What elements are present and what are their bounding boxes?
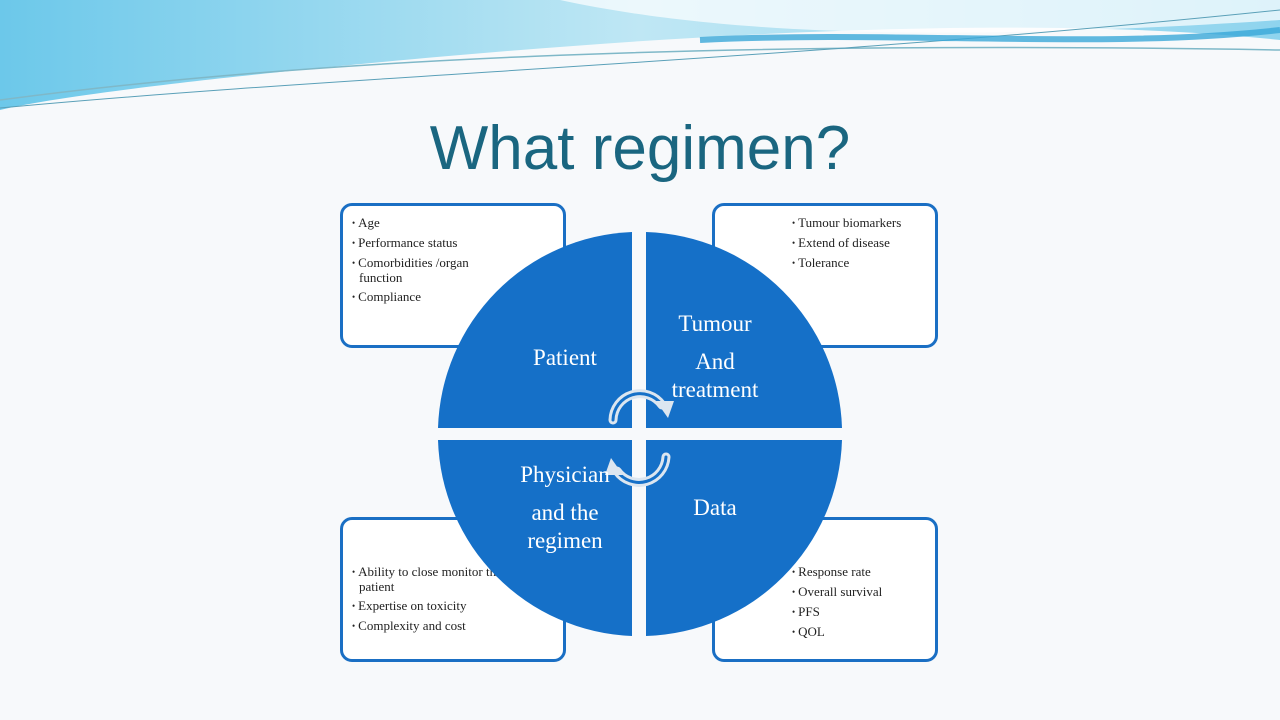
list-item: Complexity and cost bbox=[351, 619, 511, 634]
physician-regimen-label: Physician and the regimen bbox=[520, 462, 610, 553]
header-swoosh bbox=[0, 0, 1280, 110]
page-title: What regimen? bbox=[429, 114, 851, 183]
list-item: Performance status bbox=[351, 236, 501, 251]
list-item: Compliance bbox=[351, 290, 501, 305]
list-item: Expertise on toxicity bbox=[351, 599, 511, 614]
quadrant-physician bbox=[438, 440, 632, 636]
quadrant-circle bbox=[438, 232, 842, 636]
list-item: Ability to close monitor the patient bbox=[351, 565, 511, 594]
arrow-head bbox=[656, 401, 674, 418]
data-label: Data bbox=[693, 495, 737, 520]
list-item: Response rate bbox=[791, 565, 941, 580]
list-item: PFS bbox=[791, 605, 941, 620]
list-item: Comorbidities /organ function bbox=[351, 256, 501, 285]
tumour-treatment-label: Tumour And treatment bbox=[671, 311, 759, 402]
quadrant-patient bbox=[438, 232, 632, 428]
list-item: Tolerance bbox=[791, 256, 941, 271]
list-item: QOL bbox=[791, 625, 941, 640]
list-item: Overall survival bbox=[791, 585, 941, 600]
list-item: Extend of disease bbox=[791, 236, 941, 251]
arrow-head bbox=[605, 458, 623, 475]
quadrant-tumour bbox=[646, 232, 842, 428]
patient-label: Patient bbox=[533, 345, 597, 370]
list-item: Tumour biomarkers bbox=[791, 216, 941, 231]
circular-arrows-icon bbox=[608, 389, 671, 487]
quadrant-data bbox=[646, 440, 842, 636]
list-item: Age bbox=[351, 216, 501, 231]
